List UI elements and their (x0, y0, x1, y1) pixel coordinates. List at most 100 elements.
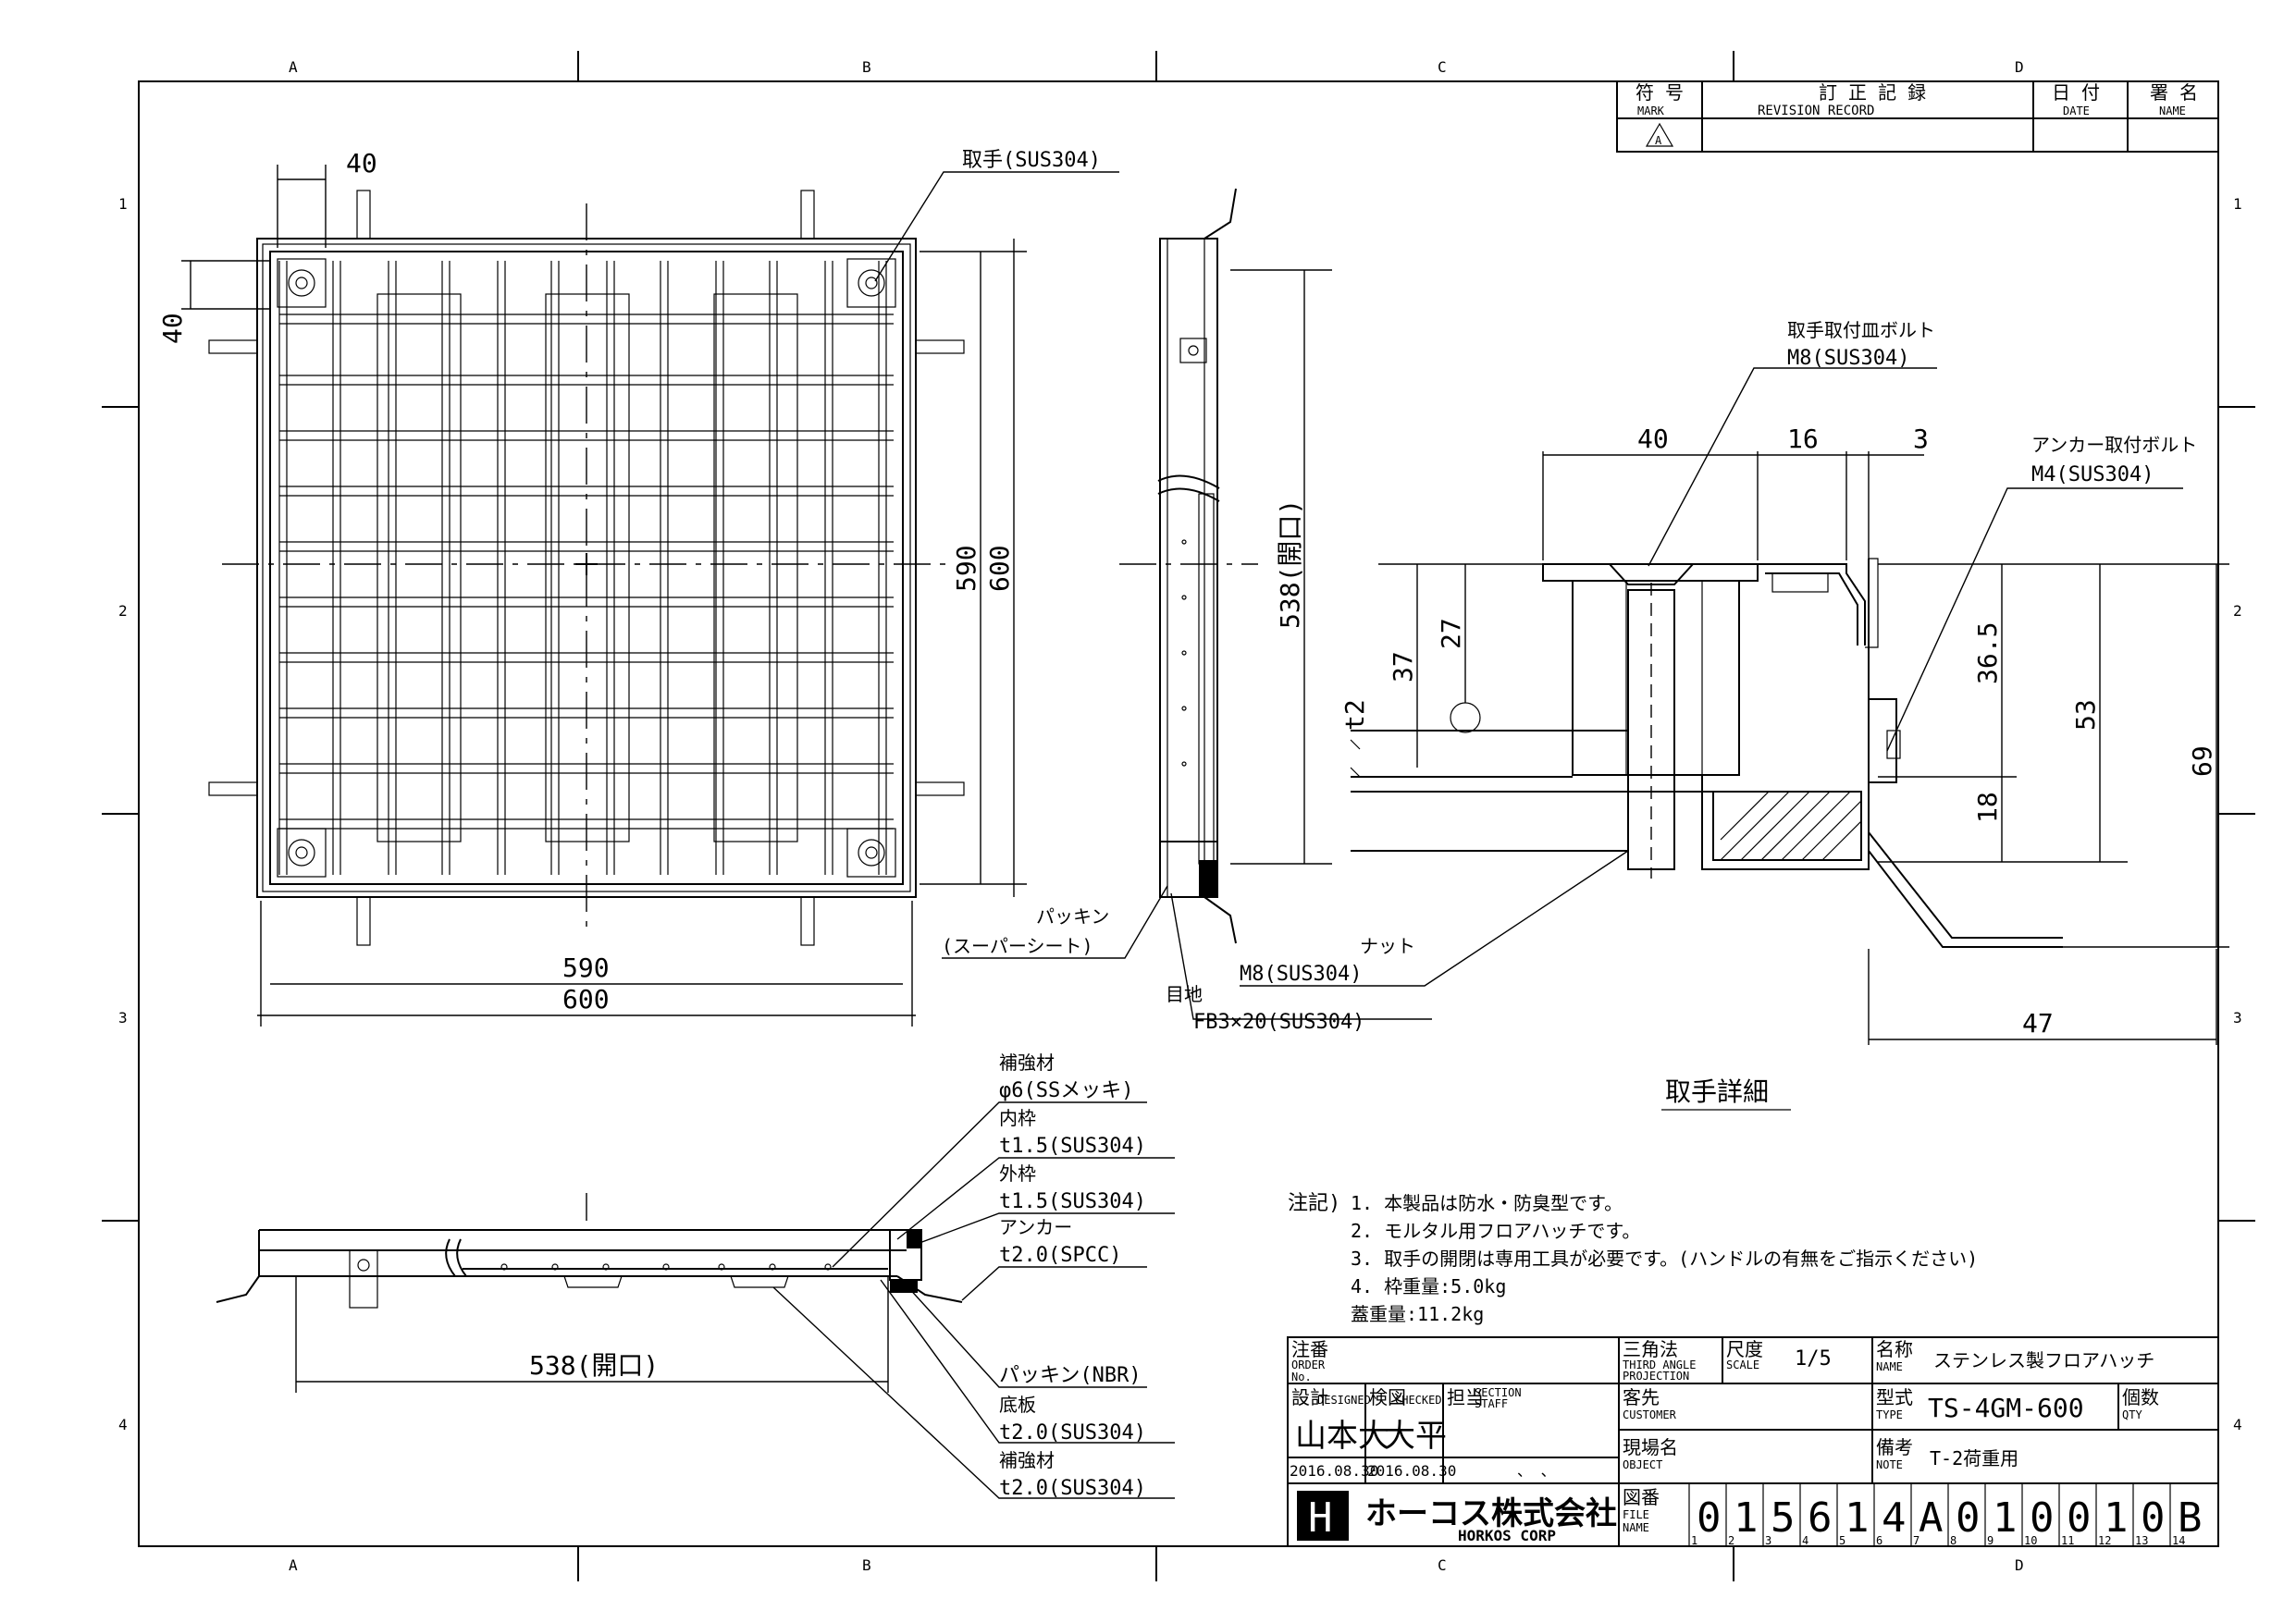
file-char-3: 5 (1771, 1494, 1796, 1542)
section-lower-1-spec: t2.0(SUS304) (999, 1421, 1146, 1445)
grid-col-b-bottom: B (862, 1556, 871, 1574)
tb-customer-jp: 客先 (1623, 1386, 1660, 1408)
dim-600-horizontal: 600 (562, 984, 610, 1014)
section-label-0-name: 補強材 (999, 1051, 1055, 1074)
section-lower-2-spec: t2.0(SUS304) (999, 1477, 1146, 1500)
tb-name-jp: 名称 (1876, 1338, 1913, 1360)
title-block: 注番 ORDER No. 設計 DESIGNED 検図 CHECKED 担当 S… (1287, 1336, 2219, 1547)
tb-designed-jp: 設計 (1291, 1386, 1328, 1408)
rev-record-jp: 訂 正 記 録 (1819, 81, 1926, 104)
file-char-14: B (2178, 1494, 2203, 1542)
file-idx-9: 9 (1987, 1534, 1994, 1547)
detail-bolt-spec: M8(SUS304) (1787, 347, 1909, 370)
company-name-jp: ホーコス株式会社 (1365, 1495, 1617, 1532)
tb-checked-en: CHECKED (1395, 1394, 1442, 1407)
file-char-12: 1 (2104, 1494, 2129, 1542)
section-lower-1-name: 底板 (999, 1394, 1036, 1416)
revision-triangle-icon (1645, 122, 1674, 147)
file-char-13: 0 (2141, 1494, 2166, 1542)
section-view: 538(開口) 補強材 φ6(SSメッキ) 内枠 t1.5(SUS304) 外枠… (216, 1051, 1175, 1500)
note-4: 4. 枠重量:5.0kg (1351, 1275, 1506, 1297)
rev-name-jp: 署 名 (2150, 81, 2198, 104)
grid-labels: A B C D A B C D 1 2 3 4 1 2 3 4 (118, 58, 2242, 1574)
file-idx-2: 2 (1728, 1534, 1734, 1547)
tb-file-en1: FILE (1623, 1508, 1649, 1521)
tb-product-name: ステンレス製フロアハッチ (1933, 1349, 2154, 1371)
file-idx-5: 5 (1839, 1534, 1845, 1547)
tb-qty-en: QTY (2122, 1408, 2142, 1421)
section-label-1-spec: t1.5(SUS304) (999, 1135, 1146, 1158)
tb-file-jp: 図番 (1623, 1486, 1660, 1508)
note-2: 2. モルタル用フロアハッチです。 (1351, 1220, 1640, 1242)
detail-dim-t2: t2 (1339, 699, 1370, 731)
rev-date-en: DATE (2063, 105, 2090, 117)
tb-designed-en: DESIGNED (1317, 1394, 1371, 1407)
packing-sub-label: (スーパーシート) (942, 935, 1092, 957)
handle-detail: 40 16 3 37 27 t2 36.5 18 53 69 47 取手取付皿ボ… (1240, 319, 2229, 1111)
company-logo-letter: H (1308, 1494, 1333, 1542)
company-name-en: HORKOS CORP (1458, 1527, 1556, 1544)
tb-projection-en2: PROJECTION (1623, 1370, 1689, 1383)
tb-name-en: NAME (1876, 1360, 1903, 1373)
section-label-3-spec: t2.0(SPCC) (999, 1244, 1121, 1267)
rev-mark-en: MARK (1637, 105, 1665, 117)
anchor-tabs (208, 190, 965, 946)
file-idx-7: 7 (1913, 1534, 1920, 1547)
detail-nut-label: ナット (1360, 935, 1415, 957)
detail-dim-69: 69 (2187, 745, 2217, 777)
tb-checked-jp: 検図 (1369, 1386, 1406, 1408)
section-label-3-name: アンカー (999, 1216, 1072, 1238)
tb-staff-mark: 、 、 (1517, 1462, 1556, 1480)
tb-order-en: ORDER (1291, 1359, 1326, 1371)
section-opening-dim: 538(開口) (529, 1350, 659, 1381)
rev-record-en: REVISION RECORD (1758, 104, 1874, 118)
detail-bolt-label: 取手取付皿ボルト (1787, 319, 1935, 341)
rev-mark-jp: 符 号 (1636, 81, 1684, 104)
tb-projection-jp: 三角法 (1623, 1338, 1678, 1360)
note-1: 1. 本製品は防水・防臭型です。 (1351, 1192, 1623, 1214)
detail-anchor-bolt-label: アンカー取付ボルト (2031, 434, 2197, 456)
file-char-7: A (1919, 1494, 1944, 1542)
tb-file-en2: NAME (1623, 1521, 1649, 1534)
section-label-2-spec: t1.5(SUS304) (999, 1190, 1146, 1213)
tb-projection-en1: THIRD ANGLE (1623, 1359, 1696, 1371)
file-idx-10: 10 (2024, 1534, 2037, 1547)
tb-type-jp: 型式 (1876, 1386, 1913, 1408)
file-idx-4: 4 (1802, 1534, 1808, 1547)
grid-row-2-right: 2 (2233, 602, 2242, 620)
tb-type-en: TYPE (1876, 1408, 1903, 1421)
tb-type: TS-4GM-600 (1928, 1393, 2084, 1423)
file-idx-14: 14 (2172, 1534, 2185, 1547)
notes: 注記) 1. 本製品は防水・防臭型です。 2. モルタル用フロアハッチです。 3… (1288, 1192, 1978, 1325)
tb-object-en: OBJECT (1623, 1458, 1662, 1471)
section-label-1-name: 内枠 (999, 1107, 1036, 1129)
rev-date-jp: 日 付 (2052, 81, 2100, 104)
detail-dim-40: 40 (1637, 424, 1669, 454)
grid-row-3-right: 3 (2233, 1009, 2242, 1027)
detail-dim-53: 53 (2070, 699, 2101, 731)
file-idx-13: 13 (2135, 1534, 2148, 1547)
grid-row-4-left: 4 (118, 1416, 128, 1433)
tb-customer-en: CUSTOMER (1623, 1408, 1677, 1421)
detail-dim-47: 47 (2022, 1008, 2054, 1039)
grid-col-d-top: D (2015, 58, 2024, 76)
file-char-4: 6 (1808, 1494, 1833, 1542)
grating-vertical-bars (278, 261, 887, 875)
detail-dim-27: 27 (1436, 618, 1466, 649)
tb-designed-date: 2016.08.30 (1290, 1462, 1378, 1480)
tb-qty-jp: 個数 (2122, 1386, 2159, 1408)
tb-staff-en1: SECTION (1475, 1386, 1522, 1399)
notes-prefix: 注記) (1288, 1192, 1340, 1215)
tb-designer: 山本大 (1295, 1418, 1389, 1455)
file-char-8: 0 (1956, 1494, 1981, 1542)
packing-label: パッキン (1036, 905, 1109, 928)
tb-scale-jp: 尺度 (1726, 1338, 1763, 1360)
grid-col-c-bottom: C (1438, 1556, 1447, 1574)
dim-40-left: 40 (157, 313, 188, 344)
file-char-2: 1 (1734, 1494, 1759, 1542)
note-3: 3. 取手の開閉は専用工具が必要です。(ハンドルの有無をご指示ください) (1351, 1248, 1978, 1270)
tb-checker: 大平 (1384, 1418, 1447, 1455)
file-idx-1: 1 (1691, 1534, 1697, 1547)
handle-label: 取手(SUS304) (962, 149, 1101, 172)
